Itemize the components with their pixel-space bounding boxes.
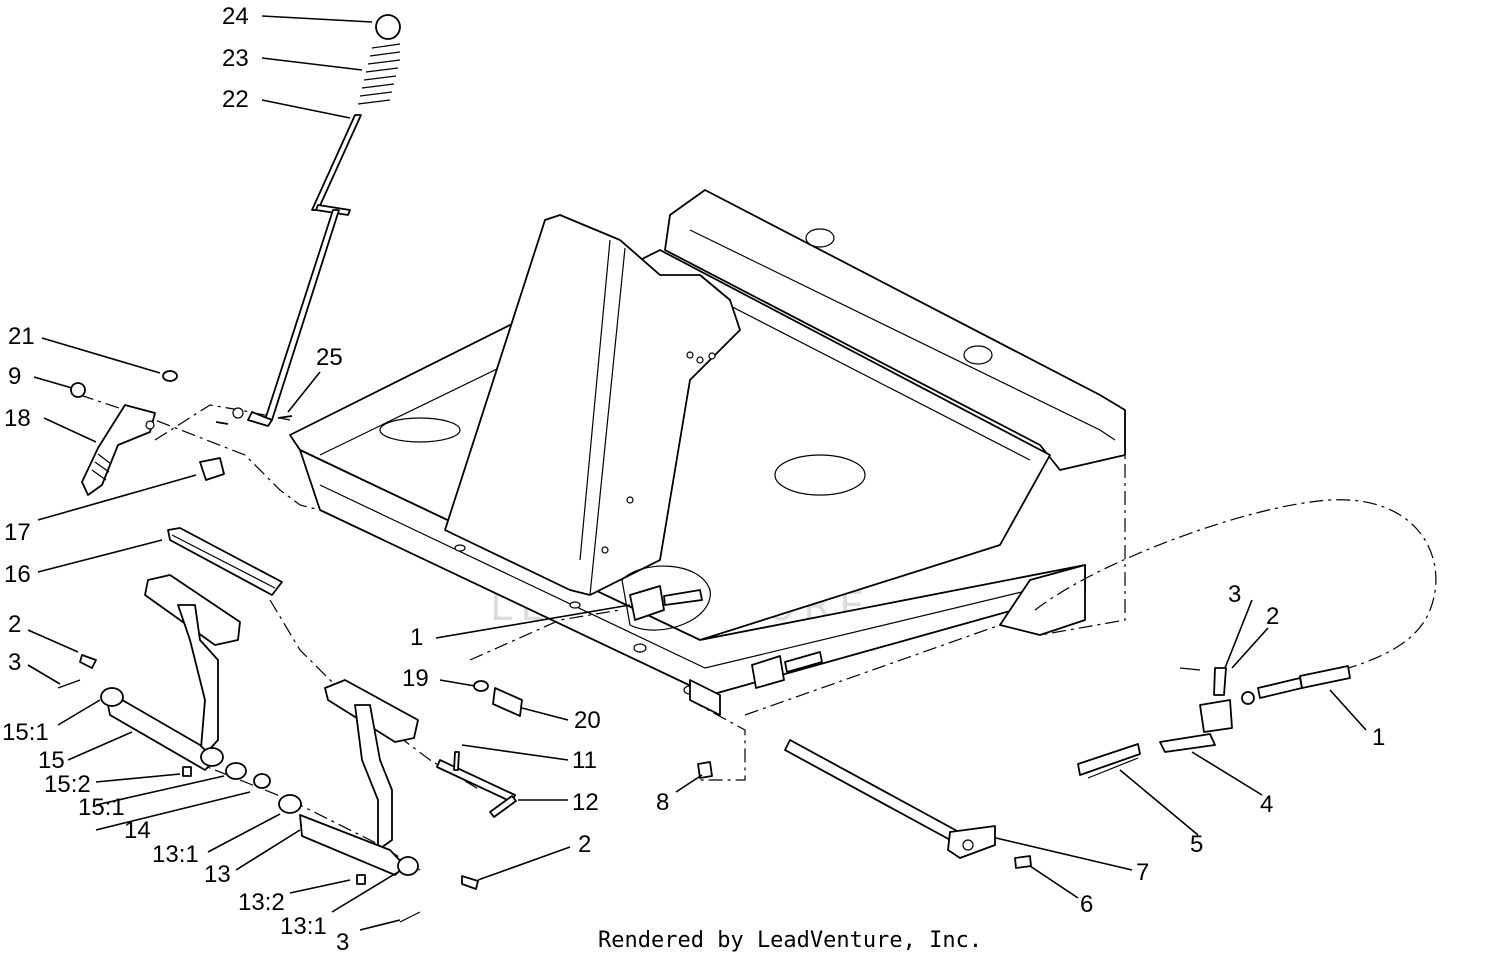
detent-bracket xyxy=(70,370,225,496)
cable-clevis-frame xyxy=(621,565,823,689)
callout-15-1-bottom: 15:1 xyxy=(78,794,125,821)
callout-3-bottom: 3 xyxy=(336,929,349,956)
callout-15: 15 xyxy=(38,747,65,774)
brake-rod xyxy=(784,739,1032,869)
callout-15-2: 15:2 xyxy=(44,771,91,798)
shift-lever xyxy=(215,14,401,427)
callout-1-center: 1 xyxy=(410,624,423,651)
callout-21: 21 xyxy=(8,323,35,350)
callout-9: 9 xyxy=(8,363,21,390)
leader-lines xyxy=(27,15,1367,931)
callout-14: 14 xyxy=(124,817,151,844)
callout-13: 13 xyxy=(204,861,231,888)
pedal-assembly-right xyxy=(278,679,479,923)
callout-23: 23 xyxy=(222,45,249,72)
callout-15-1-top: 15:1 xyxy=(2,719,49,746)
pedal-assembly-left xyxy=(57,527,283,789)
callout-13-1-bottom: 13:1 xyxy=(280,913,327,940)
callout-2-center: 2 xyxy=(578,831,591,858)
callout-19: 19 xyxy=(402,665,429,692)
callout-18: 18 xyxy=(4,405,31,432)
callout-1-right: 1 xyxy=(1372,724,1385,751)
callout-24: 24 xyxy=(222,3,249,30)
callout-5: 5 xyxy=(1190,831,1203,858)
callout-16: 16 xyxy=(4,561,31,588)
callout-6: 6 xyxy=(1080,891,1093,918)
footer-credit: Rendered by LeadVenture, Inc. xyxy=(598,928,982,953)
callout-7: 7 xyxy=(1136,859,1149,886)
hardware-group xyxy=(473,680,713,779)
callout-12: 12 xyxy=(572,789,599,816)
callout-17: 17 xyxy=(4,519,31,546)
callout-labels: 24 23 22 21 9 25 18 17 16 2 3 15:1 15 15… xyxy=(2,3,1385,956)
callout-13-2: 13:2 xyxy=(238,889,285,916)
callout-2-left: 2 xyxy=(8,611,21,638)
crank-rod xyxy=(436,751,517,818)
callout-4: 4 xyxy=(1260,791,1273,818)
callout-8: 8 xyxy=(656,789,669,816)
callout-3-right: 3 xyxy=(1228,581,1241,608)
frame-assembly xyxy=(289,189,1437,716)
callout-13-1-top: 13:1 xyxy=(152,841,199,868)
callout-3-left: 3 xyxy=(8,649,21,676)
callout-20: 20 xyxy=(574,707,601,734)
callout-22: 22 xyxy=(222,86,249,113)
spring-and-cable xyxy=(1077,665,1351,779)
callout-2-right: 2 xyxy=(1266,603,1279,630)
callout-11: 11 xyxy=(572,747,597,774)
callout-25: 25 xyxy=(316,344,343,371)
